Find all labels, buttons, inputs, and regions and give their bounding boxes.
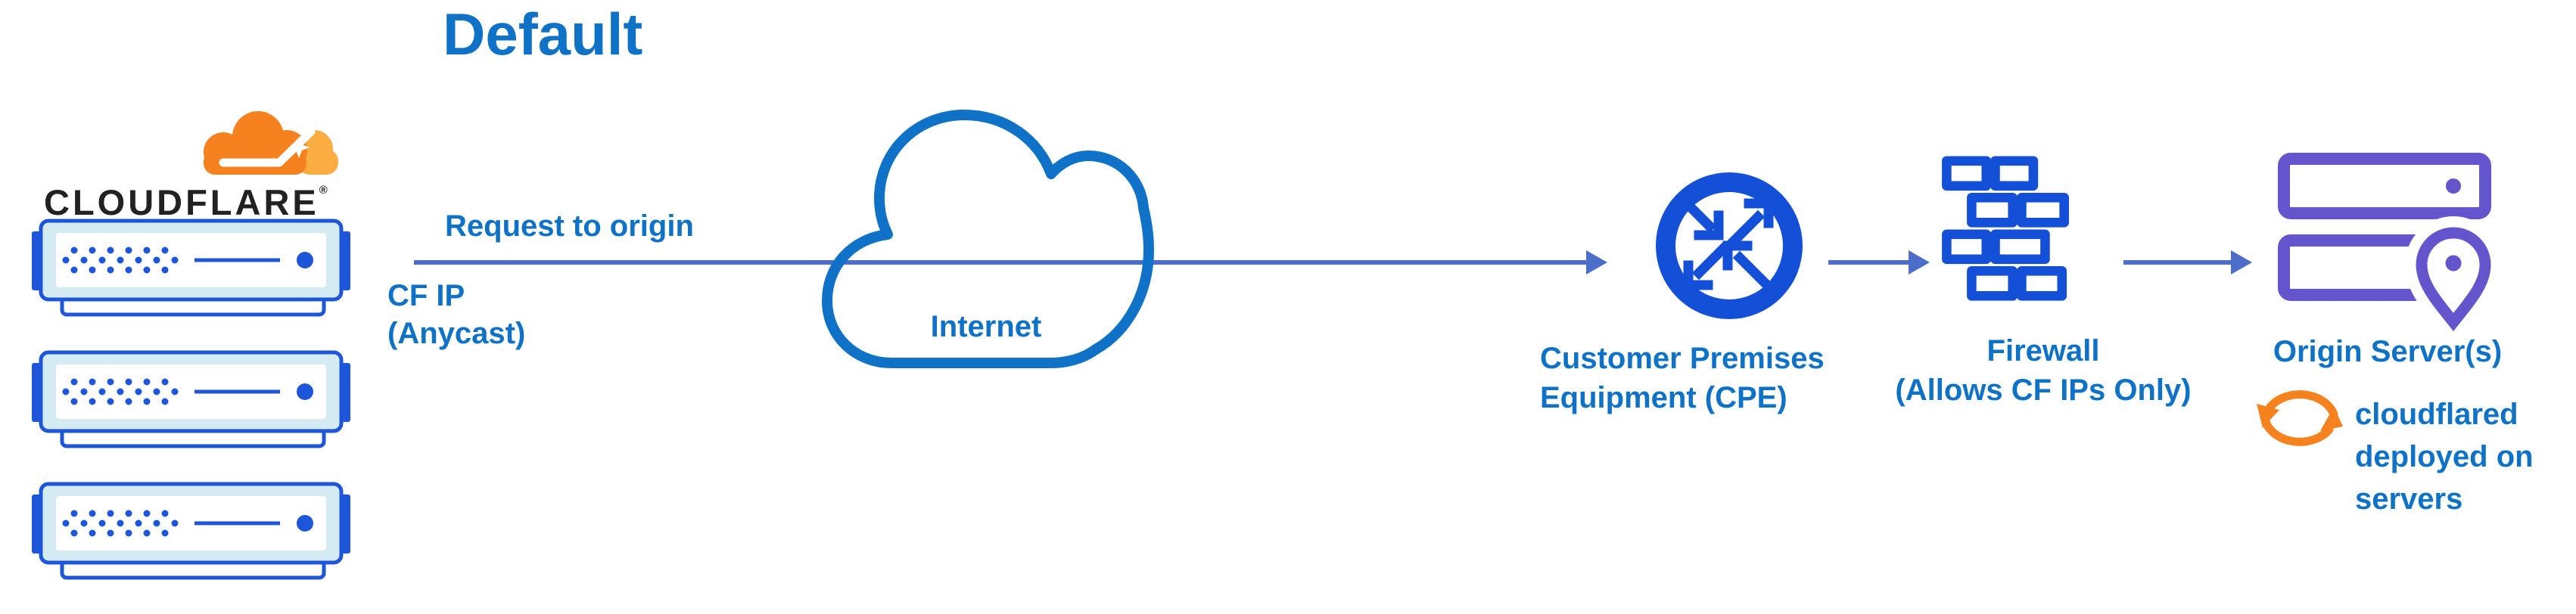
internet-label: Internet	[930, 310, 1042, 343]
firewall-label: Firewall (Allows CF IPs Only)	[1895, 334, 2192, 407]
page-title: Default	[443, 1, 643, 67]
connector-firewall-to-origin	[2123, 260, 2231, 265]
registered-mark: ®	[319, 184, 328, 197]
cloudflare-wordmark: CLOUDFLARE®	[44, 182, 328, 222]
firewall-brick-icon	[1942, 156, 2069, 301]
request-to-origin-label: Request to origin	[445, 209, 694, 243]
cf-ip-anycast-label: CF IP (Anycast)	[387, 279, 526, 350]
cf-edge-server-icon	[32, 482, 350, 584]
cloudflare-logo-icon	[204, 111, 338, 175]
origin-servers-icon	[2278, 153, 2503, 349]
cloudflared-sync-icon	[2257, 390, 2343, 446]
cpe-router-icon	[1656, 172, 1803, 319]
location-pin-icon	[2416, 227, 2491, 332]
connector-cpe-to-firewall	[1828, 260, 1909, 265]
connector-servers-to-cpe	[414, 260, 1586, 265]
internet-cloud-icon	[822, 110, 1154, 368]
origin-servers-label: Origin Server(s)	[2273, 335, 2503, 368]
cf-edge-server-icon	[32, 351, 350, 452]
arrowhead-to-firewall	[1909, 250, 1930, 274]
cloudflared-label: cloudflared deployed on servers	[2355, 398, 2534, 516]
cf-edge-server-icon	[32, 219, 350, 317]
arrowhead-to-cpe	[1586, 250, 1607, 274]
cpe-label: Customer Premises Equipment (CPE)	[1540, 342, 1825, 414]
arrowhead-to-origin	[2231, 250, 2252, 274]
server-led-dots	[62, 247, 179, 274]
